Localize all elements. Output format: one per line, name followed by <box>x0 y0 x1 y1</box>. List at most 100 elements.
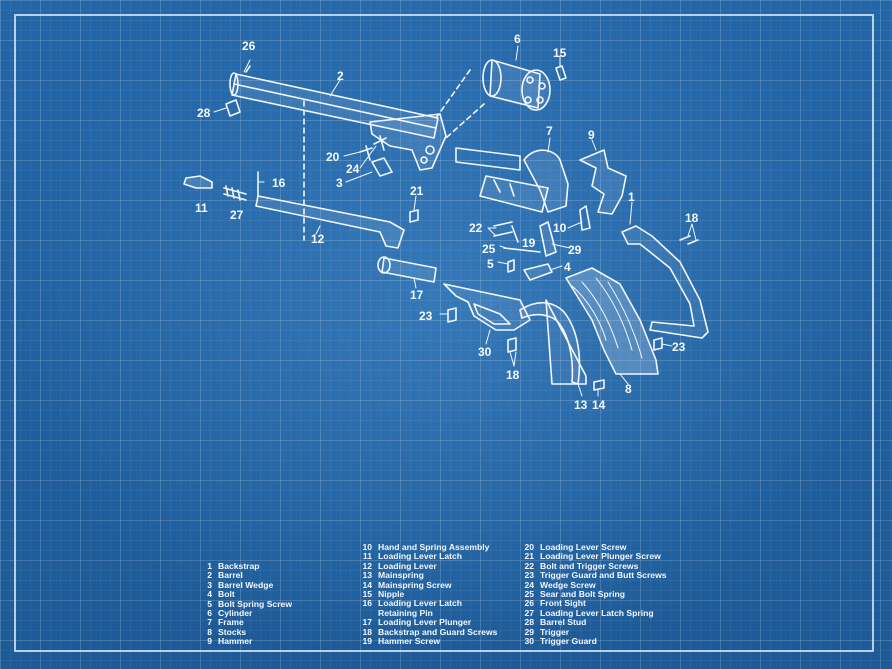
blueprint-border <box>14 14 874 652</box>
part-butt-screw <box>653 337 663 351</box>
callout-3: 3 <box>336 176 343 190</box>
part-backstrap <box>621 225 709 339</box>
callout-24: 24 <box>346 162 360 176</box>
part-sear-spring <box>503 247 541 253</box>
part-hammer-screw <box>511 225 519 243</box>
part-loading-lever-plunger <box>377 256 437 283</box>
part-barrel-wedge <box>371 157 393 177</box>
part-mainspring <box>519 301 581 385</box>
callout-9: 9 <box>588 128 595 142</box>
callout-19: 19 <box>522 236 536 250</box>
callout-18-bottom: 18 <box>506 368 520 382</box>
callout-17: 17 <box>410 288 424 302</box>
part-bolt-trigger-screws <box>493 221 513 237</box>
callout-30: 30 <box>478 345 492 359</box>
part-guard-screw-left <box>447 307 457 323</box>
callout-25: 25 <box>482 242 496 256</box>
callout-13: 13 <box>574 398 588 412</box>
callout-1: 1 <box>628 190 635 204</box>
part-backstrap-screws <box>679 235 699 245</box>
callout-26: 26 <box>242 39 256 53</box>
part-trigger-guard <box>443 283 531 331</box>
callout-22: 22 <box>469 221 483 235</box>
part-cylinder <box>435 59 551 139</box>
part-mainspring-screw <box>593 379 605 391</box>
callout-4: 4 <box>564 260 571 274</box>
part-bolt-spring-screw <box>507 259 515 273</box>
part-guard-screw-lower <box>507 337 517 353</box>
callout-23-right: 23 <box>672 340 686 354</box>
part-hammer <box>579 149 627 215</box>
callout-29: 29 <box>568 243 582 257</box>
callout-28: 28 <box>197 106 211 120</box>
part-hand-spring <box>579 205 591 231</box>
callout-7: 7 <box>546 124 553 138</box>
callout-5: 5 <box>487 257 494 271</box>
callout-27: 27 <box>230 208 244 222</box>
callout-6: 6 <box>514 32 521 46</box>
callout-18-top: 18 <box>685 211 699 225</box>
part-barrel <box>229 65 447 241</box>
part-frame <box>455 147 569 213</box>
part-loading-lever-latch <box>183 175 213 189</box>
callout-16: 16 <box>272 176 286 190</box>
callout-15: 15 <box>553 46 567 60</box>
callout-2: 2 <box>337 69 344 83</box>
part-latch-spring <box>223 185 247 201</box>
part-stocks <box>565 267 659 375</box>
callout-11: 11 <box>195 201 208 215</box>
part-loading-lever <box>255 195 405 249</box>
part-loading-lever-screw <box>359 145 373 161</box>
legend-item-continuation: Retaining Pin <box>378 607 433 618</box>
callout-14: 14 <box>592 398 606 412</box>
part-plunger-screw <box>409 209 419 223</box>
part-wedge-screw <box>373 135 387 151</box>
callout-10: 10 <box>553 221 567 235</box>
callout-8: 8 <box>625 382 632 396</box>
callout-21: 21 <box>410 184 424 198</box>
part-nipple <box>555 65 567 81</box>
part-trigger <box>539 221 557 257</box>
part-barrel-stud <box>225 99 241 117</box>
callout-23-left: 23 <box>419 309 433 323</box>
part-bolt <box>523 263 553 281</box>
callout-20: 20 <box>326 150 340 164</box>
callout-12: 12 <box>311 232 325 246</box>
